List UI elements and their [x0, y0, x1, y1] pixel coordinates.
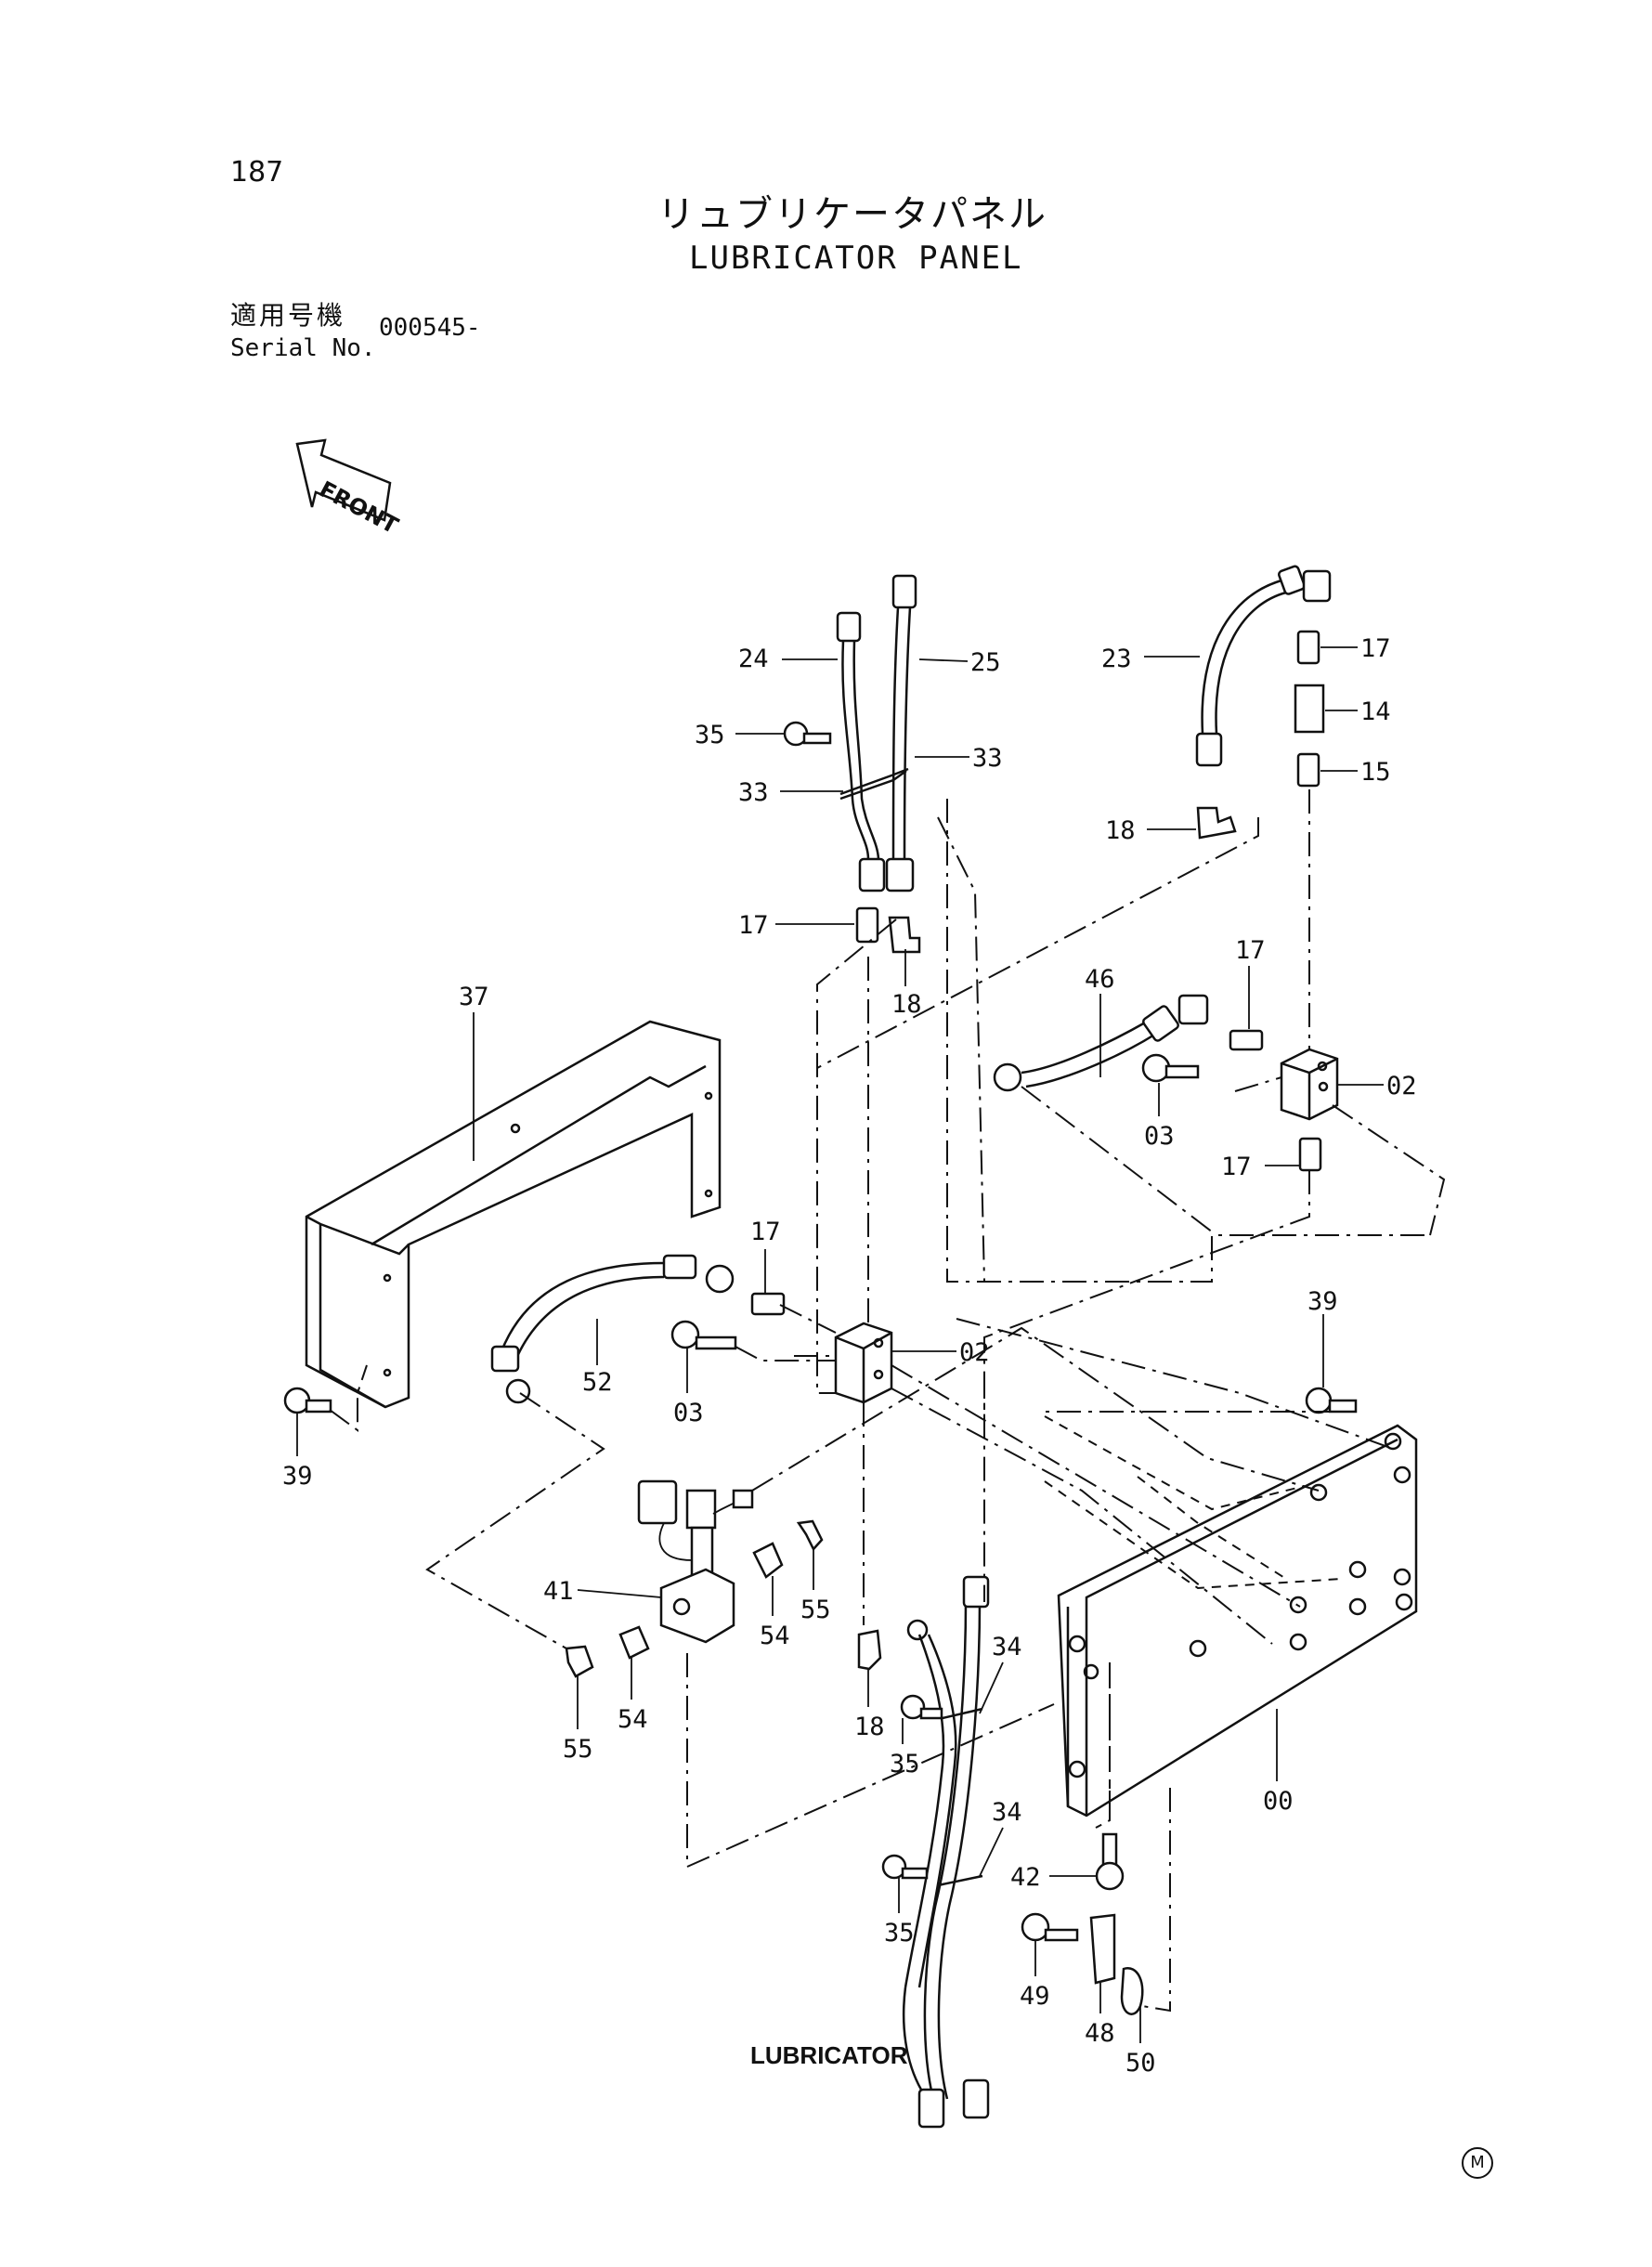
hose-part-25	[885, 574, 917, 892]
callout-35-c: 35	[884, 1919, 915, 1948]
plate-part-00	[1057, 1424, 1418, 1818]
callout-33-b: 33	[738, 778, 769, 807]
callout-34-b: 34	[992, 1798, 1022, 1827]
callout-15: 15	[1360, 758, 1391, 787]
bolt-part-35-mid	[900, 1694, 943, 1720]
solenoid-valve-part-41	[637, 1479, 754, 1644]
callout-18-c: 18	[854, 1713, 885, 1741]
fitting-part-17-below-block	[1298, 1137, 1322, 1172]
fitting-part-17-right	[1296, 630, 1320, 665]
callout-25: 25	[970, 648, 1001, 677]
cover-part-37	[305, 1020, 722, 1409]
callout-54-a: 54	[760, 1622, 790, 1650]
callout-23: 23	[1101, 645, 1132, 673]
fitting-part-17-right-block	[1229, 1029, 1264, 1051]
hose-group-lower	[902, 1575, 990, 2129]
callout-17-c: 17	[1235, 936, 1266, 965]
callout-48: 48	[1085, 2019, 1115, 2048]
callout-42: 42	[1010, 1863, 1041, 1892]
maker-mark: M	[1462, 2147, 1493, 2179]
block-part-02-mid	[834, 1322, 893, 1404]
plug-part-54-right	[752, 1542, 784, 1579]
bolt-part-03-right	[1141, 1053, 1200, 1083]
page-number: 187	[230, 156, 284, 189]
serial-label-english: Serial No.	[230, 334, 376, 362]
title-japanese: リュブリケータパネル	[657, 193, 1047, 236]
callout-17-e: 17	[750, 1218, 781, 1246]
callout-03-b: 03	[673, 1399, 704, 1427]
bolt-part-03-mid	[670, 1320, 737, 1350]
callout-17-d: 17	[1221, 1153, 1252, 1181]
title-english: LUBRICATOR PANEL	[689, 240, 1023, 277]
plate-hidden-bracket	[1095, 1679, 1111, 1829]
callout-46: 46	[1085, 965, 1115, 994]
bolt-part-35-top	[783, 721, 832, 747]
callout-39-b: 39	[1307, 1287, 1338, 1316]
elbow-part-18-bottom	[857, 1629, 882, 1671]
callout-18-a: 18	[1105, 816, 1136, 845]
clamp-part-34-upper	[942, 1707, 983, 1720]
bolt-part-39-left	[283, 1387, 332, 1414]
bolt-part-49	[1021, 1912, 1079, 1942]
callout-34-a: 34	[992, 1633, 1022, 1661]
fitting-part-17-left	[750, 1292, 786, 1316]
clamp-part-33	[839, 769, 907, 801]
plug-part-54-left	[618, 1625, 650, 1660]
callout-55-a: 55	[800, 1596, 831, 1624]
block-part-02-right	[1280, 1048, 1339, 1121]
fitting-part-17-top	[855, 906, 879, 944]
bolt-part-42	[1095, 1832, 1125, 1891]
clip-part-48	[1089, 1913, 1116, 1985]
callout-41: 41	[543, 1577, 574, 1606]
fitting-part-15	[1296, 752, 1320, 788]
callout-49: 49	[1020, 1982, 1050, 2011]
callout-52: 52	[582, 1368, 613, 1397]
bolt-part-39-right	[1305, 1387, 1358, 1414]
assembly-lines	[329, 789, 1446, 2013]
serial-number-value: 000545-	[379, 314, 481, 342]
front-arrow-icon: FRONT	[295, 438, 403, 540]
elbow-part-18-top	[888, 916, 921, 954]
callout-35-a: 35	[695, 721, 725, 749]
serial-label-japanese: 適用号機	[230, 300, 346, 331]
callout-02-b: 02	[959, 1338, 990, 1367]
adapter-part-14	[1294, 684, 1325, 734]
callout-55-b: 55	[563, 1735, 593, 1764]
hose-part-46	[993, 994, 1209, 1092]
callout-18-b: 18	[891, 990, 922, 1019]
hose-part-24	[836, 611, 886, 892]
lubricator-label: LUBRICATOR	[750, 2041, 908, 2069]
bolt-part-35-low	[881, 1854, 929, 1880]
callout-39-a: 39	[282, 1462, 313, 1491]
elbow-part-55-left	[565, 1645, 594, 1678]
clamp-part-34-lower	[937, 1874, 983, 1887]
callout-54-b: 54	[618, 1705, 648, 1734]
callout-50: 50	[1125, 2049, 1156, 2078]
leader-lines	[296, 646, 1384, 2043]
callout-02-a: 02	[1386, 1072, 1417, 1101]
hose-part-52	[490, 1254, 735, 1404]
callout-24: 24	[738, 645, 769, 673]
callout-17-b: 17	[738, 911, 769, 940]
clip-part-50	[1120, 1966, 1144, 2015]
elbow-part-55-right	[796, 1519, 824, 1552]
callout-03-a: 03	[1144, 1122, 1175, 1151]
callout-33-a: 33	[972, 744, 1003, 773]
callout-17-a: 17	[1360, 634, 1391, 663]
elbow-part-18-right	[1196, 806, 1237, 840]
hose-part-23	[1195, 565, 1332, 767]
callout-35-b: 35	[890, 1750, 920, 1778]
callout-37: 37	[459, 983, 489, 1011]
callout-00: 00	[1263, 1787, 1294, 1816]
callout-14: 14	[1360, 697, 1391, 726]
